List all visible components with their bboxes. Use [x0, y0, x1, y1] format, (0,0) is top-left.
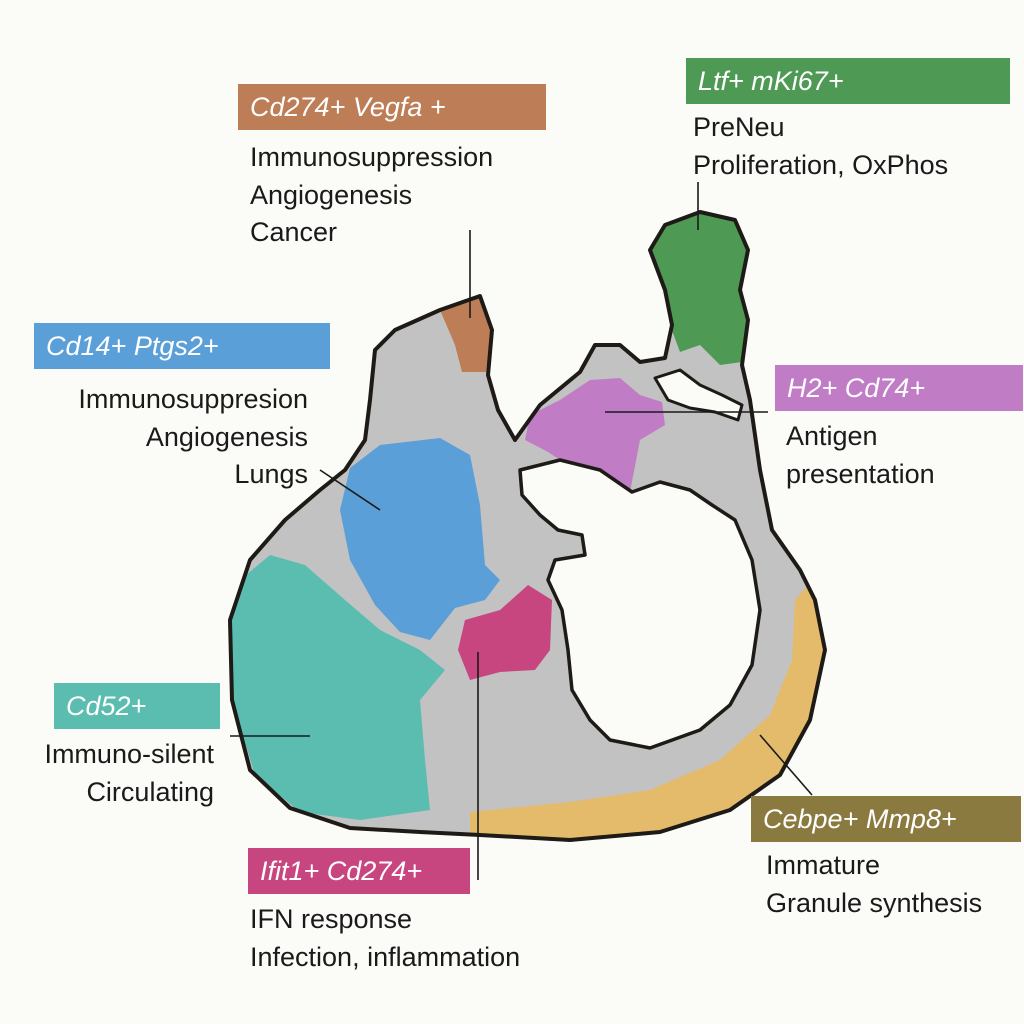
desc-line: Angiogenesis [250, 179, 413, 210]
cluster-region-ifit1 [458, 585, 552, 680]
cluster-region-vegfa [440, 296, 492, 372]
cluster-tag-vegfa: Cd274+ Vegfa + [238, 84, 546, 130]
desc-line: Proliferation, OxPhos [693, 149, 949, 180]
cluster-desc-mki67: PreNeu Proliferation, OxPhos [693, 109, 948, 184]
leader-line-ptgs2 [319, 469, 381, 511]
desc-line: PreNeu [693, 112, 785, 142]
cluster-desc-ptgs2: Immunosuppresion Angiogenesis Lungs [30, 381, 308, 494]
desc-line: Cancer [250, 217, 338, 247]
cluster-tag-cd74: H2+ Cd74+ [775, 365, 1023, 411]
desc-line: Immunosuppresion [78, 384, 308, 414]
desc-line: Immunosuppression [250, 142, 494, 172]
tissue-outline [228, 210, 827, 842]
cluster-region-ptgs2 [340, 438, 500, 640]
leader-line-mmp8 [759, 734, 813, 796]
cluster-tag-mki67: Ltf+ mKi67+ [686, 58, 1010, 104]
cluster-tag-cd52: Cd52+ [54, 683, 220, 729]
cluster-region-mmp8 [470, 580, 825, 840]
cluster-region-mki67 [650, 212, 748, 365]
desc-line: Angiogenesis [145, 421, 308, 452]
desc-line: IFN response [250, 904, 413, 934]
desc-line: Infection, inflammation [250, 941, 521, 972]
cluster-desc-vegfa: Immunosuppression Angiogenesis Cancer [250, 139, 493, 252]
cluster-tag-mmp8: Cebpe+ Mmp8+ [751, 796, 1021, 842]
desc-line: Granule synthesis [766, 887, 983, 918]
cluster-desc-cd74: Antigen presentation [786, 418, 935, 493]
cluster-desc-ifit1: IFN response Infection, inflammation [250, 901, 520, 976]
cluster-region-cd52 [230, 555, 445, 820]
desc-line: presentation [786, 458, 935, 489]
desc-line: Antigen [786, 421, 878, 451]
cluster-tag-ptgs2: Cd14+ Ptgs2+ [34, 323, 330, 369]
cluster-region-cd74 [525, 378, 665, 492]
cluster-desc-mmp8: Immature Granule synthesis [766, 847, 982, 922]
cluster-tag-ifit1: Ifit1+ Cd274+ [248, 848, 470, 894]
cluster-desc-cd52: Immuno-silent Circulating [10, 736, 214, 811]
desc-line: Immuno-silent [44, 739, 214, 769]
desc-line: Circulating [86, 776, 214, 807]
desc-line: Lungs [234, 459, 308, 489]
desc-line: Immature [766, 850, 881, 880]
tissue-cavity [518, 458, 762, 750]
